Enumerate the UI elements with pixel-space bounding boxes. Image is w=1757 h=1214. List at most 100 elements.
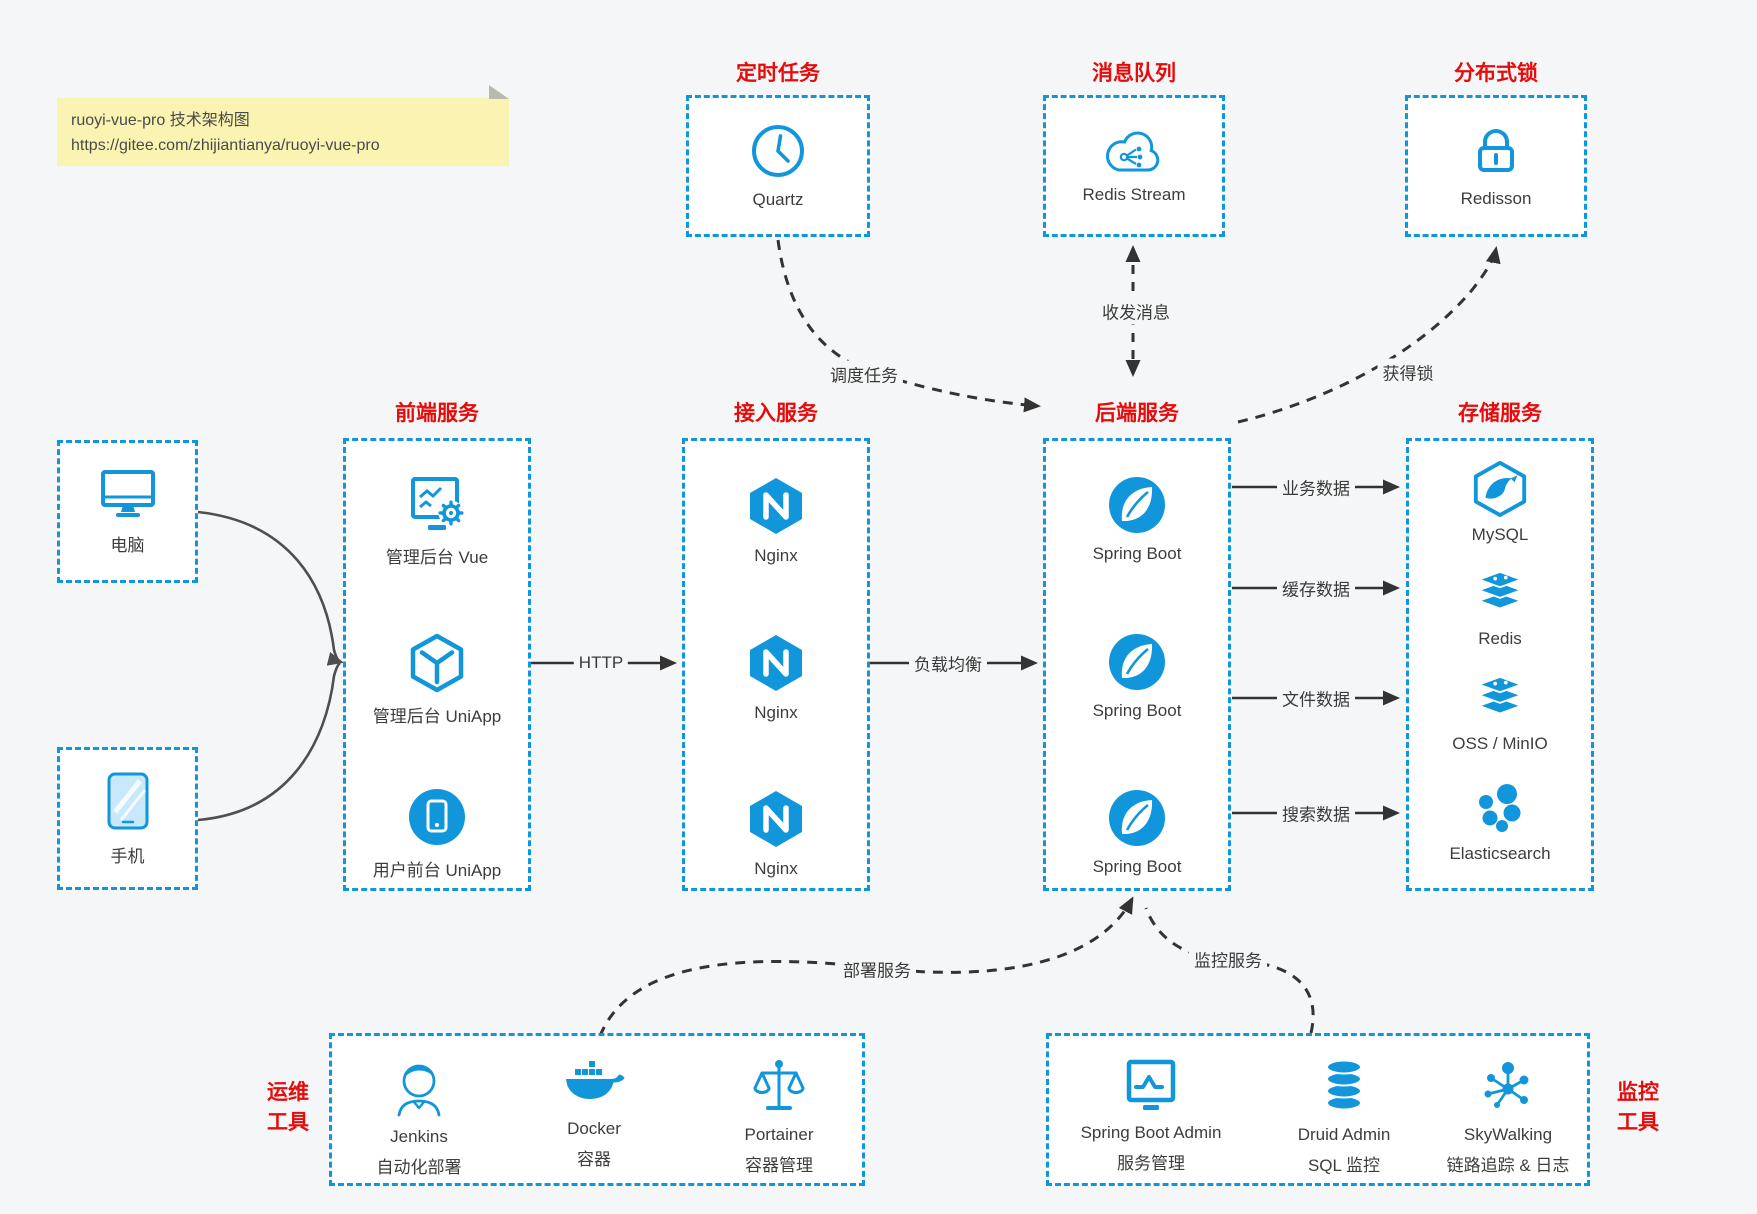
skywalking-node: SkyWalking 链路追踪 & 日志 <box>1418 1058 1598 1178</box>
lock-icon <box>1468 123 1524 179</box>
sbadmin-desc: 服务管理 <box>1117 1153 1185 1173</box>
note-fold-corner <box>489 85 509 99</box>
oss-label: OSS / MinIO <box>1452 734 1548 753</box>
edge-label-cache-data: 缓存数据 <box>1277 574 1355 602</box>
edge-label-http: HTTP <box>573 652 629 674</box>
nginx-node: Nginx <box>685 475 867 566</box>
group-title-devops: 运维 工具 <box>267 1081 309 1135</box>
group-title-backend: 后端服务 <box>1095 402 1179 425</box>
portainer-label: Portainer <box>744 1125 814 1144</box>
admin-vue-label: 管理后台 Vue <box>385 548 489 567</box>
jenkins-icon <box>390 1058 448 1118</box>
edge-label-deploy: 部署服务 <box>838 955 916 983</box>
clock-icon <box>749 122 807 180</box>
mysql-icon <box>1470 458 1530 518</box>
mysql-label: MySQL <box>1471 525 1529 544</box>
quartz-label: Quartz <box>752 190 804 209</box>
admin-uniapp-node: 管理后台 UniApp <box>346 631 528 727</box>
jenkins-desc: 自动化部署 <box>376 1157 462 1177</box>
spring-icon <box>1107 632 1167 692</box>
nginx-node: Nginx <box>685 632 867 723</box>
spring-icon <box>1107 475 1167 535</box>
pc-label: 电脑 <box>110 536 145 555</box>
mysql-node: MySQL <box>1409 458 1591 545</box>
desktop-icon <box>97 467 159 521</box>
quartz-node: Quartz <box>689 98 867 234</box>
group-box-backend: Spring Boot Spring Boot Spring Boot <box>1043 438 1231 891</box>
group-box-scheduler: Quartz <box>686 95 870 237</box>
group-title-mq: 消息队列 <box>1092 62 1176 85</box>
druid-desc: SQL 监控 <box>1307 1155 1381 1175</box>
nginx-icon <box>747 788 805 850</box>
sbadmin-label: Spring Boot Admin <box>1080 1123 1222 1142</box>
admin-vue-node: 管理后台 Vue <box>346 474 528 568</box>
sticky-note: ruoyi-vue-pro 技术架构图 https://gitee.com/zh… <box>57 85 509 166</box>
edge-label-messages: 收发消息 <box>1097 297 1175 325</box>
group-title-monitoring: 监控 工具 <box>1617 1081 1659 1135</box>
user-uniapp-node: 用户前台 UniApp <box>346 787 528 881</box>
edge-label-search-data: 搜索数据 <box>1277 799 1355 827</box>
spring-boot-node: Spring Boot <box>1046 788 1228 877</box>
edge-label-file-data: 文件数据 <box>1277 684 1355 712</box>
client-box-pc: 电脑 <box>57 440 198 583</box>
redisson-node: Redisson <box>1408 98 1584 234</box>
druid-icon <box>1318 1058 1370 1116</box>
skywalking-label: SkyWalking <box>1463 1125 1553 1144</box>
redis-label: Redis <box>1478 629 1522 648</box>
group-box-storage: MySQL Redis <box>1406 438 1594 891</box>
spring-icon <box>1107 788 1167 848</box>
sbadmin-icon <box>1122 1058 1180 1114</box>
druid-node: Druid Admin SQL 监控 <box>1254 1058 1434 1178</box>
client-box-phone: 手机 <box>57 747 198 890</box>
elasticsearch-node: Elasticsearch <box>1409 781 1591 864</box>
group-box-gateway: Nginx Nginx Nginx <box>682 438 870 891</box>
note-title: ruoyi-vue-pro 技术架构图 <box>71 112 250 129</box>
edge-label-business-data: 业务数据 <box>1277 473 1355 501</box>
skywalking-desc: 链路追踪 & 日志 <box>1446 1155 1570 1175</box>
nginx-label: Nginx <box>754 546 798 565</box>
connector-pc-frontend <box>197 510 344 666</box>
edge-label-schedule: 调度任务 <box>825 360 903 388</box>
jenkins-label: Jenkins <box>390 1127 448 1146</box>
docker-desc: 容器 <box>577 1149 611 1169</box>
elasticsearch-label: Elasticsearch <box>1449 844 1551 863</box>
redis-icon <box>1470 568 1530 622</box>
group-title-gateway: 接入服务 <box>734 402 818 425</box>
edge-label-load-balance: 负载均衡 <box>909 649 987 677</box>
edge-label-lock: 获得锁 <box>1377 358 1439 386</box>
nginx-label: Nginx <box>754 703 798 722</box>
phone-icon <box>104 770 152 832</box>
nginx-label: Nginx <box>754 859 798 878</box>
user-uniapp-label: 用户前台 UniApp <box>372 861 502 880</box>
group-box-mq: Redis Stream <box>1043 95 1225 237</box>
docker-icon <box>562 1058 626 1110</box>
redis-node: Redis <box>1409 568 1591 649</box>
spring-boot-node: Spring Boot <box>1046 475 1228 564</box>
connector-schedule <box>776 239 1041 413</box>
portainer-icon <box>750 1058 808 1116</box>
group-title-storage: 存储服务 <box>1458 402 1542 425</box>
connector-phone-frontend <box>197 661 341 822</box>
docker-label: Docker <box>567 1119 621 1138</box>
jenkins-node: Jenkins 自动化部署 <box>329 1058 509 1180</box>
sbadmin-node: Spring Boot Admin 服务管理 <box>1061 1058 1241 1176</box>
note-url: https://gitee.com/zhijiantianya/ruoyi-vu… <box>71 136 380 154</box>
cube-icon <box>406 631 468 693</box>
phone-label: 手机 <box>110 847 145 866</box>
oss-node: OSS / MinIO <box>1409 673 1591 754</box>
elasticsearch-icon <box>1471 781 1529 837</box>
spring-boot-node: Spring Boot <box>1046 632 1228 721</box>
spring-boot-label: Spring Boot <box>1092 701 1182 720</box>
edge-label-monitor: 监控服务 <box>1189 945 1267 973</box>
portainer-node: Portainer 容器管理 <box>689 1058 869 1178</box>
group-box-frontend: 管理后台 Vue 管理后台 UniApp 用户前台 UniApp <box>343 438 531 891</box>
nginx-icon <box>747 632 805 694</box>
phone-node: 手机 <box>60 750 195 887</box>
group-title-lock: 分布式锁 <box>1454 62 1538 85</box>
docker-node: Docker 容器 <box>504 1058 684 1172</box>
portainer-desc: 容器管理 <box>745 1155 813 1175</box>
mobile-app-icon <box>407 787 467 847</box>
group-box-devops: Jenkins 自动化部署 Docker 容器 <box>329 1033 865 1186</box>
group-title-scheduler: 定时任务 <box>736 62 820 85</box>
